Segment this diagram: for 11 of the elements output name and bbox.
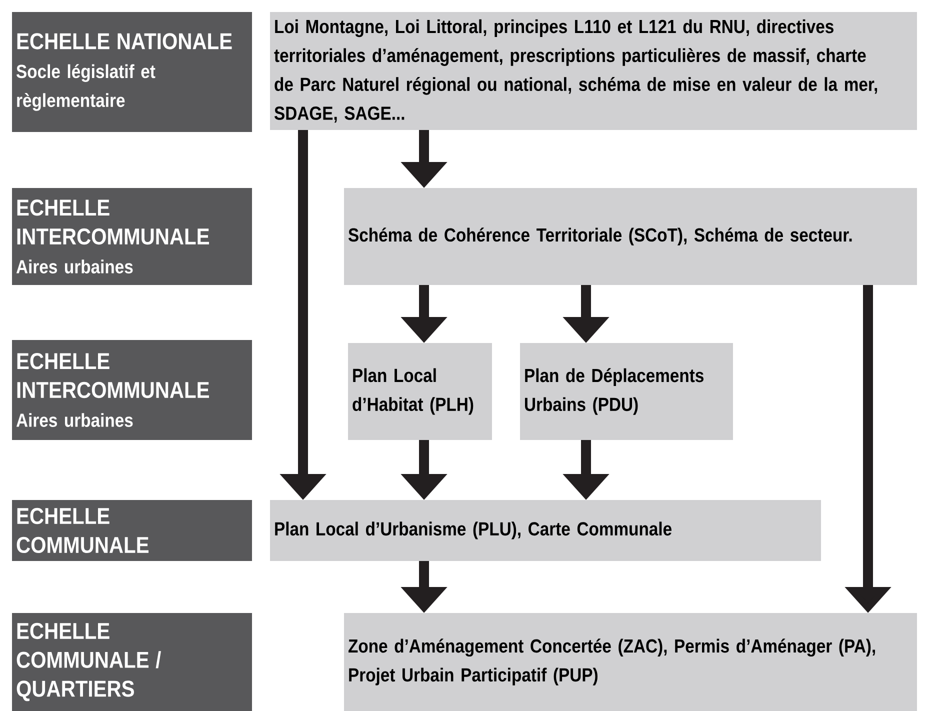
- scale-label-box: ECHELLE NATIONALE Socle législatif et règlementaire: [12, 12, 252, 132]
- document-box: Plan Local d’Habitat (PLH): [348, 343, 492, 440]
- document-box: Zone d’Aménagement Concertée (ZAC), Permis d’Aménager (PA), Projet Urbain Participatif (PUP): [344, 613, 917, 711]
- scale-label-box: ECHELLE INTERCOMMUNALE Aires urbaines: [12, 188, 252, 285]
- scale-label-box: ECHELLE COMMUNALE / QUARTIERS: [12, 613, 252, 711]
- document-box: Plan de Déplacements Urbains (PDU): [520, 343, 733, 440]
- document-box: Loi Montagne, Loi Littoral, principes L110 et L121 du RNU, directives territoriales d’aménagement, prescriptions particulières de massif, charte de Parc Naturel régional ou national, schéma de mise en valeur de la mer, SDAGE, SAGE...: [270, 12, 917, 130]
- document-box: Schéma de Cohérence Territoriale (SCoT), Schéma de secteur.: [344, 188, 917, 285]
- scale-label-box: ECHELLE INTERCOMMUNALE Aires urbaines: [12, 340, 252, 440]
- scale-label-box: ECHELLE COMMUNALE: [12, 500, 252, 561]
- document-box: Plan Local d’Urbanisme (PLU), Carte Communale: [270, 500, 821, 561]
